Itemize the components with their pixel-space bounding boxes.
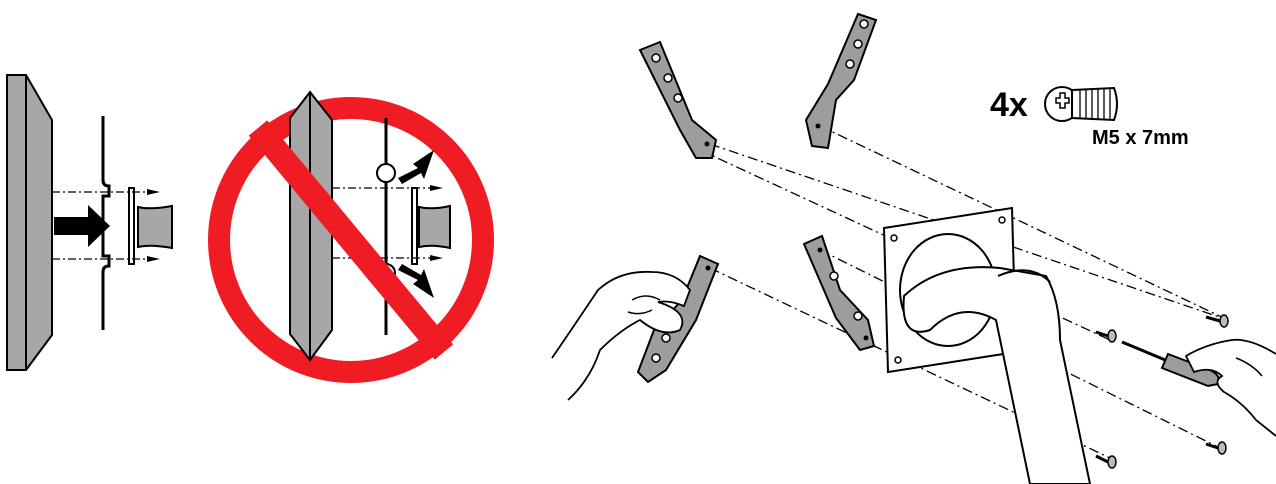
hand-right-icon: [1186, 340, 1276, 436]
bracket-attachment-panel: [552, 14, 1276, 484]
screw-quantity-label: 4x: [990, 86, 1028, 125]
monitor-side-view: [7, 75, 52, 370]
screw-icon: [1096, 330, 1116, 342]
stand-neck: [138, 206, 172, 248]
correct-insertion-panel: [7, 75, 172, 370]
monitor-stand-arm: [904, 267, 1090, 484]
screw-icon: [1206, 442, 1226, 454]
bracket-arm: [806, 14, 876, 148]
misaligned-hook-top: [377, 164, 395, 182]
prohibited-panel: [219, 92, 483, 372]
bracket-arm: [640, 42, 716, 158]
screw-size-label: M5 x 7mm: [1092, 127, 1189, 150]
screw-icon: [1096, 456, 1116, 468]
attention-arrow-icon: [398, 150, 434, 184]
screw-spec-callout: [1045, 87, 1117, 121]
bracket-arm: [804, 236, 874, 350]
stand-hook-plate: [129, 188, 134, 264]
